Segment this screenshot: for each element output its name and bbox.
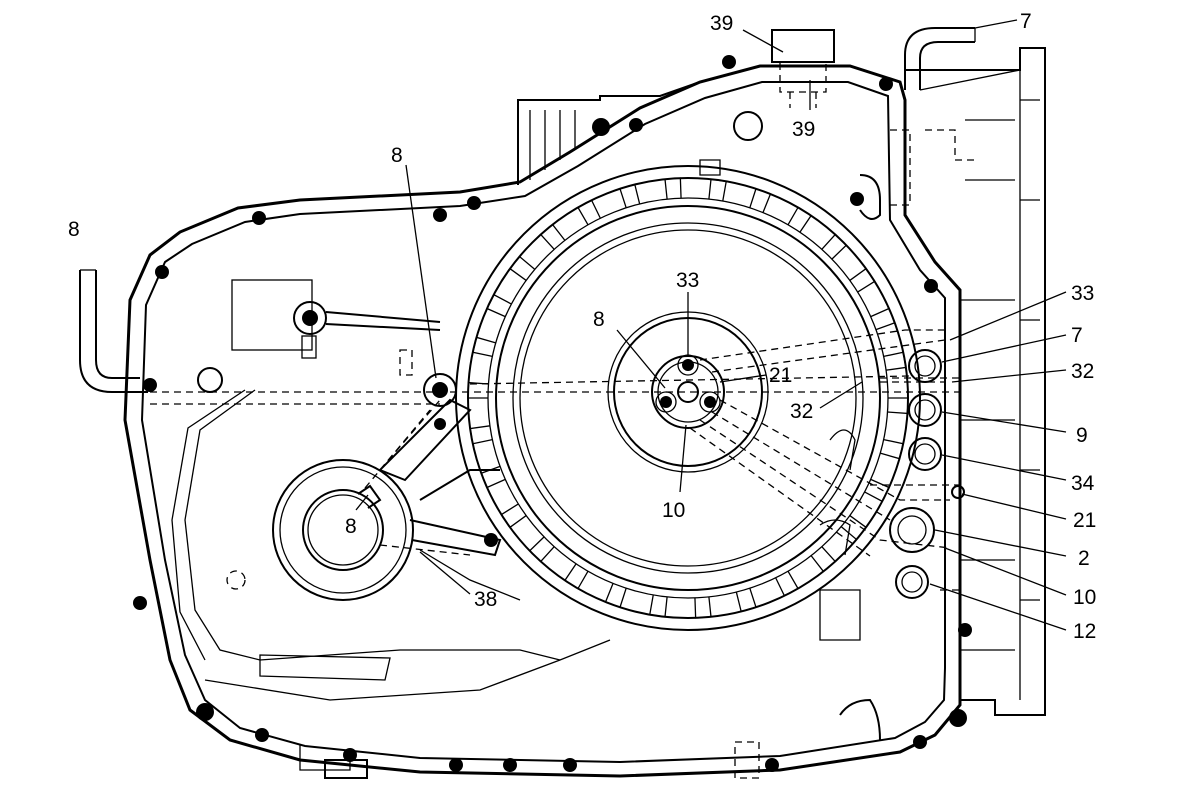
callout-7-right: 7 bbox=[1071, 324, 1083, 347]
callout-labels: 39 39 7 8 8 8 8 33 33 21 21 32 32 7 9 10… bbox=[68, 10, 1096, 643]
drum-rib bbox=[694, 596, 712, 619]
drum-rib bbox=[749, 187, 772, 213]
callout-39-top: 39 bbox=[710, 12, 733, 35]
drum-rib bbox=[472, 336, 496, 358]
callout-34: 34 bbox=[1071, 472, 1095, 495]
clutch-drum bbox=[455, 165, 921, 631]
casting-webs bbox=[378, 398, 521, 601]
callout-21-right: 21 bbox=[1073, 509, 1096, 532]
drum-rib bbox=[810, 546, 837, 573]
callout-39-lower: 39 bbox=[792, 118, 815, 141]
valve-ports bbox=[889, 349, 965, 599]
drum-rib bbox=[619, 183, 641, 208]
callout-8-upper: 8 bbox=[391, 144, 403, 167]
drum-rib bbox=[870, 307, 896, 331]
drum-rib bbox=[467, 381, 489, 399]
drum-rib bbox=[864, 478, 890, 503]
drum-rib bbox=[849, 267, 876, 293]
callout-32-drum: 32 bbox=[790, 400, 813, 423]
filler-fitting bbox=[771, 29, 835, 108]
leader-lines bbox=[355, 19, 1067, 631]
callout-32-right: 32 bbox=[1071, 360, 1094, 383]
callout-38: 38 bbox=[474, 588, 497, 611]
callout-10-hub: 10 bbox=[662, 499, 685, 522]
drum-rib bbox=[528, 536, 555, 563]
callout-33-right: 33 bbox=[1071, 282, 1094, 305]
drum-rib bbox=[577, 199, 601, 226]
drum-rib bbox=[539, 223, 566, 250]
fluid-passages bbox=[150, 329, 961, 610]
drum-rib bbox=[664, 177, 682, 200]
callout-8-hub: 8 bbox=[593, 308, 605, 331]
drum-ribs bbox=[467, 177, 909, 619]
case-features-left bbox=[171, 279, 611, 701]
drum-rib bbox=[887, 397, 909, 415]
upper-casting-block bbox=[517, 81, 701, 185]
cooler-pipe-left bbox=[79, 269, 148, 393]
drum-rib bbox=[500, 503, 527, 529]
callout-10-right: 10 bbox=[1073, 586, 1096, 609]
drum-rib bbox=[509, 255, 536, 281]
drum-rib bbox=[604, 583, 627, 609]
adapter-housing bbox=[905, 47, 1046, 716]
drum-rib bbox=[775, 570, 799, 597]
drum-rib bbox=[883, 351, 907, 371]
drum-rib bbox=[787, 206, 812, 233]
drum-rib bbox=[735, 588, 757, 613]
misc-features bbox=[299, 111, 881, 779]
callout-21-hub: 21 bbox=[769, 364, 792, 387]
output-bore bbox=[272, 459, 414, 601]
case-outer-outline bbox=[123, 64, 962, 778]
drum-rib bbox=[486, 293, 512, 318]
cooler-pipe-top-right bbox=[890, 27, 1021, 206]
callout-7-top: 7 bbox=[1020, 10, 1032, 33]
callout-2: 2 bbox=[1078, 547, 1090, 570]
callout-8-left: 8 bbox=[68, 218, 80, 241]
drum-rib bbox=[880, 438, 904, 460]
callout-8-bore: 8 bbox=[345, 515, 357, 538]
callout-12: 12 bbox=[1073, 620, 1096, 643]
drum-rib bbox=[564, 563, 589, 590]
drum-rib bbox=[648, 594, 668, 618]
callout-9: 9 bbox=[1076, 424, 1088, 447]
drum-rib bbox=[469, 425, 493, 445]
drum-rib bbox=[708, 178, 728, 202]
flange-bolts bbox=[133, 55, 972, 772]
callout-33-hub: 33 bbox=[676, 269, 699, 292]
drum-rib bbox=[821, 233, 848, 260]
